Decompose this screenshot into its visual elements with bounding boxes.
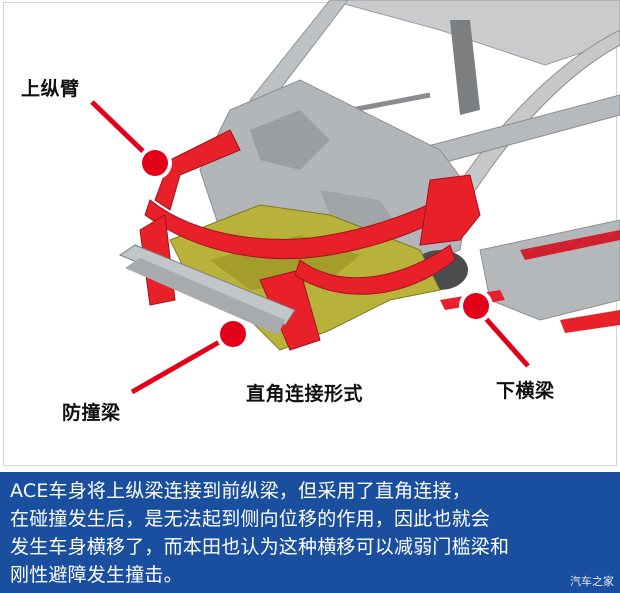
caption-line-4: 刚性避障发生撞击。 — [10, 564, 183, 586]
watermark: 汽车之家 — [570, 575, 614, 588]
callout-line-lower-crossbeam — [478, 310, 530, 368]
callout-line-bumper-beam — [130, 334, 230, 395]
caption-line-2: 在碰撞发生后，是无法起到侧向位移的作用，因此也就会 — [10, 508, 491, 530]
label-bumper-beam: 防撞梁 — [62, 402, 121, 424]
callout-dot-bumper-beam — [220, 321, 246, 347]
car-body-frame-illustration — [90, 0, 620, 395]
label-right-angle-connection: 直角连接形式 — [246, 383, 364, 405]
callout-dot-lower-crossbeam — [463, 293, 489, 319]
label-lower-crossbeam: 下横梁 — [496, 380, 555, 402]
caption-panel: ACE车身将上纵梁连接到前纵梁，但采用了直角连接， 在碰撞发生后，是无法起到侧向… — [0, 472, 620, 593]
label-upper-arm: 上纵臂 — [21, 78, 80, 100]
callout-line-upper-arm — [90, 100, 154, 162]
caption-line-3: 发生车身横移了，而本田也认为这种横移可以减弱门槛梁和 — [10, 536, 510, 558]
callout-dot-upper-arm — [142, 150, 168, 176]
car-frame-figure: 上纵臂 防撞梁 直角连接形式 下横梁 — [3, 0, 620, 466]
caption-line-1: ACE车身将上纵梁连接到前纵梁，但采用了直角连接， — [10, 480, 471, 502]
